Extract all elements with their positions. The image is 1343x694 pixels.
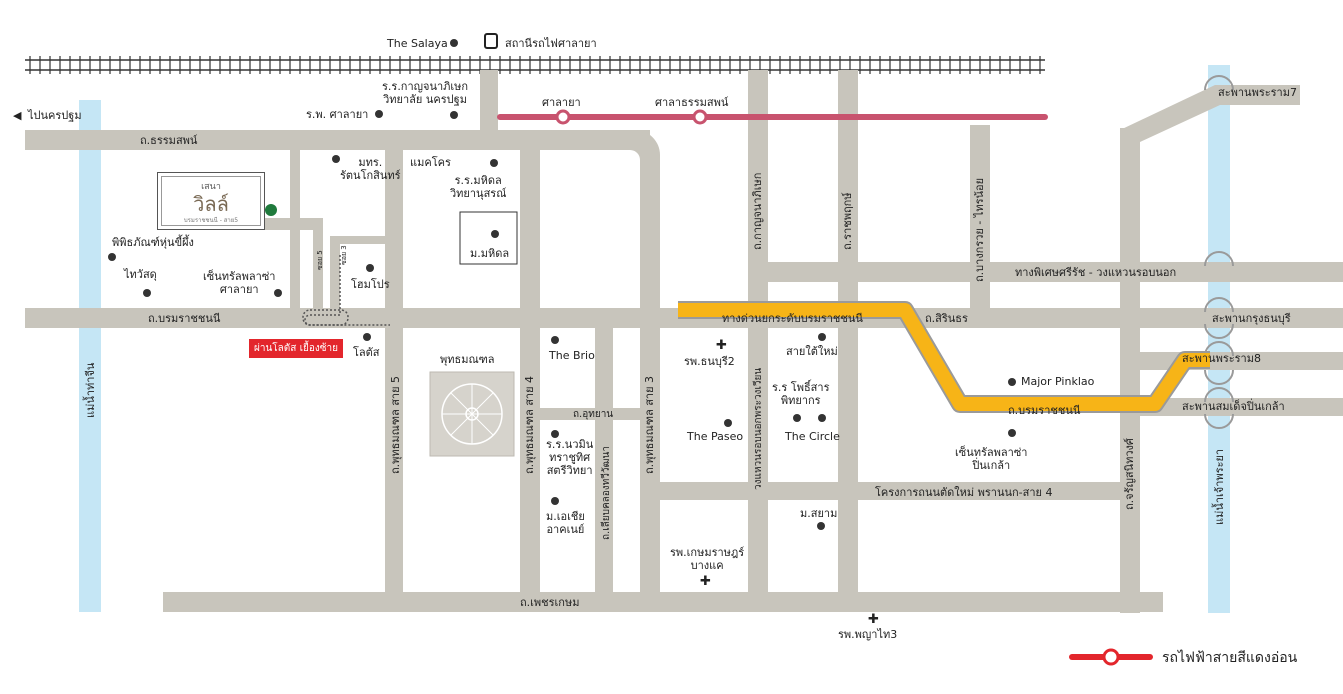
label-road-borom: ถ.บรมราชชนนี bbox=[148, 312, 221, 325]
label-road-kanchana: ถ.กาญจนาภิเษก bbox=[751, 172, 764, 250]
label-road-sirindhorn: ถ.สิรินธร bbox=[925, 312, 968, 325]
label-road-petkasem: ถ.เพชรเกษม bbox=[520, 596, 580, 609]
label-bridge-rama7: สะพานพระราม7 bbox=[1218, 86, 1297, 99]
arrow-left-icon: ◀ bbox=[13, 109, 22, 122]
location-dot-icon bbox=[1008, 378, 1016, 386]
location-dot-icon bbox=[450, 111, 458, 119]
label-road-putt3: ถ.พุทธมณฑล สาย 3 bbox=[643, 375, 656, 474]
label-road-utthayan: ถ.อุทยาน bbox=[573, 409, 614, 420]
location-dot-icon bbox=[724, 419, 732, 427]
location-dot-icon bbox=[551, 430, 559, 438]
label-station-salaya: ศาลายา bbox=[542, 96, 581, 109]
label-school-kanchana: ร.ร.กาญจนาภิเษกวิทยาลัย นครปฐม bbox=[382, 80, 469, 106]
label-road-putt4: ถ.พุทธมณฑล สาย 4 bbox=[523, 375, 536, 474]
location-dot-icon bbox=[551, 336, 559, 344]
label-station-thammasop: ศาลาธรรมสพน์ bbox=[655, 96, 729, 109]
location-dot-icon bbox=[363, 333, 371, 341]
label-school-phrisan: ร.ร โพธิ์สารพิทยากร bbox=[772, 381, 830, 407]
label-school-nawamin: ร.ร.นวมินทราชูทิศสตรีวิทยา bbox=[546, 438, 594, 477]
label-homepro: โฮมโปร bbox=[351, 278, 390, 291]
label-road-borom2: ถ.บรมราชชนนี bbox=[1008, 404, 1081, 417]
label-road-charan: ถ.จรัญสนิทวงศ์ bbox=[1123, 438, 1136, 510]
location-dot-icon bbox=[450, 39, 458, 47]
location-dot-icon bbox=[490, 159, 498, 167]
label-siam-univ: ม.สยาม bbox=[800, 507, 838, 520]
hospital-cross-icon: ✚ bbox=[716, 338, 727, 353]
label-buddha-park: พุทธมณฑล bbox=[440, 353, 495, 366]
hospital-cross-icon: ✚ bbox=[868, 612, 879, 627]
label-soi3: ซอย 3 bbox=[340, 245, 348, 265]
river-tha-chin bbox=[79, 100, 101, 612]
label-the-brio: The Brio bbox=[549, 349, 595, 362]
red-line bbox=[497, 109, 1048, 125]
label-the-salaya: The Salaya bbox=[387, 37, 448, 50]
label-road-bang-kruai: ถ.บางกรวย - ไทรน้อย bbox=[973, 177, 986, 282]
mahidol-university-box bbox=[459, 211, 518, 265]
label-the-paseo: The Paseo bbox=[687, 430, 744, 443]
label-expressway: ทางด่วนยกระดับบรมราชชนนี bbox=[722, 312, 863, 325]
location-dot-icon bbox=[332, 155, 340, 163]
location-dot-icon bbox=[817, 522, 825, 530]
label-museum: พิพิธภัณฑ์หุ่นขี้ผึ้ง bbox=[112, 236, 194, 249]
label-soi5: ซอย 5 bbox=[316, 250, 324, 270]
label-road-ratchaphruek: ถ.ราชพฤกษ์ bbox=[841, 192, 854, 250]
label-rmut: มทร.รัตนโกสินทร์ bbox=[340, 156, 401, 182]
label-makro: แมคโคร bbox=[410, 156, 451, 169]
bridges bbox=[1204, 75, 1234, 429]
location-dot-icon bbox=[108, 253, 116, 261]
location-dot-icon bbox=[793, 414, 801, 422]
label-bridge-pinklao: สะพานสมเด็จปิ่นเกล้า bbox=[1182, 400, 1285, 413]
location-dot-icon bbox=[491, 230, 499, 238]
lotus-badge: ผ่านโลตัส เยื้องซ้าย bbox=[249, 339, 344, 358]
label-river-tha-chin: แม่น้ำท่าจีน bbox=[84, 362, 97, 418]
label-train-station: สถานีรถไฟศาลายา bbox=[505, 37, 597, 50]
label-thai-watsadu: ไทวัสดุ bbox=[124, 268, 157, 281]
label-lotus: โลตัส bbox=[353, 346, 380, 359]
label-road-special: ทางพิเศษศรีรัช - วงแหวนรอบนอก bbox=[1015, 266, 1177, 279]
label-central-salaya: เซ็นทรัลพลาซ่าศาลายา bbox=[203, 270, 276, 296]
label-central-pinklao: เซ็นทรัลพลาซ่าปิ่นเกล้า bbox=[955, 446, 1028, 472]
location-dot-icon bbox=[818, 333, 826, 341]
label-the-circle: The Circle bbox=[785, 430, 840, 443]
location-dot-icon bbox=[366, 264, 374, 272]
project-logo: เสนา วิลล์ บรมราชชนนี - สาย5 bbox=[157, 172, 265, 230]
label-mahidol-univ: ม.มหิดล bbox=[470, 247, 510, 260]
label-phyathai3: รพ.พญาไท3 bbox=[838, 628, 898, 641]
label-kasem-hospital: รพ.เกษมราษฎร์บางแค bbox=[670, 546, 745, 572]
train-icon bbox=[484, 33, 498, 49]
hospital-cross-icon: ✚ bbox=[700, 574, 711, 589]
label-sai-tai-mai: สายใต้ใหม่ bbox=[786, 345, 838, 358]
location-dot-icon bbox=[1008, 429, 1016, 437]
label-road-putt5: ถ.พุทธมณฑล สาย 5 bbox=[389, 375, 402, 474]
buddha-park bbox=[429, 371, 515, 457]
label-ring-road: วงแหวนรอบนอกพระวงเวียน bbox=[753, 367, 764, 490]
location-dot-icon bbox=[818, 414, 826, 422]
label-river-chao-phraya: แม่น้ำเจ้าพระยา bbox=[1213, 448, 1226, 525]
location-dot-icon bbox=[274, 289, 282, 297]
label-road-thammasop: ถ.ธรรมสพน์ bbox=[140, 134, 198, 147]
location-dot-icon bbox=[551, 497, 559, 505]
location-dot-icon bbox=[375, 110, 383, 118]
legend-red-line bbox=[1069, 648, 1153, 666]
project-pin-icon bbox=[265, 204, 277, 216]
label-hospital-thonburi2: รพ.ธนบุรี2 bbox=[684, 355, 735, 368]
label-road-khlong: ถ.เลียบคลองทวีวัฒนา bbox=[601, 446, 612, 540]
label-bridge-rama8: สะพานพระราม8 bbox=[1182, 352, 1261, 365]
location-dot-icon bbox=[143, 289, 151, 297]
label-asia-academy: ม.เอเชียอาคเนย์ bbox=[546, 510, 585, 536]
label-mahidol-school: ร.ร.มหิดลวิทยานุสรณ์ bbox=[450, 174, 507, 200]
label-to-nakhon-pathom: ไปนครปฐม bbox=[28, 109, 82, 122]
road-network bbox=[25, 70, 1343, 613]
label-hospital-salaya: ร.พ. ศาลายา bbox=[306, 108, 369, 121]
label-bridge-krung-thon: สะพานกรุงธนบุรี bbox=[1212, 312, 1291, 325]
label-major-pinklao: Major Pinklao bbox=[1021, 375, 1095, 388]
label-legend-red-line: รถไฟฟ้าสายสีแดงอ่อน bbox=[1162, 650, 1298, 666]
railway bbox=[25, 56, 1045, 74]
label-new-road-project: โครงการถนนตัดใหม่ พรานนก-สาย 4 bbox=[875, 486, 1053, 499]
